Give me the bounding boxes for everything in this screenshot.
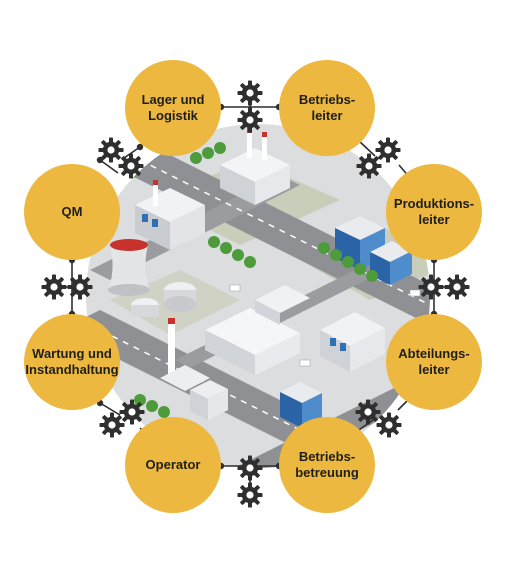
role-operator: Operator [125, 417, 221, 513]
role-produktionsleiter: Produktions- leiter [386, 164, 482, 260]
gear-icon [237, 80, 263, 106]
role-label: Produktions- leiter [393, 195, 475, 227]
role-wartung-und-instandhaltung: Wartung und Instandhaltung [24, 314, 120, 410]
role-abteilungsleiter: Abteilungs- leiter [386, 314, 482, 410]
role-lager-und-logistik: Lager und Logistik [125, 60, 221, 156]
connector-line [357, 139, 376, 157]
gear-icon [41, 274, 67, 300]
role-label: Betriebs- leiter [298, 91, 356, 123]
gear-icon [67, 274, 93, 300]
gear-icon [237, 455, 263, 481]
connector-dot [96, 156, 104, 164]
role-label: QM [61, 203, 83, 219]
gear-icon [356, 153, 382, 179]
role-label: Operator [145, 456, 201, 472]
gear-icon [376, 412, 402, 438]
connector-dot [136, 143, 144, 151]
gear-icon [237, 482, 263, 508]
gear-icon [119, 399, 145, 425]
gear-icon [99, 412, 125, 438]
gear-icon [237, 107, 263, 133]
role-betriebsbetreuung: Betriebs- betreuung [279, 417, 375, 513]
role-qm: QM [24, 164, 120, 260]
role-label: Betriebs- betreuung [295, 448, 359, 480]
gear-icon [418, 274, 444, 300]
role-label: Lager und Logistik [141, 91, 205, 123]
connector-line [123, 146, 141, 159]
connector-line [99, 402, 121, 416]
role-label: Abteilungs- leiter [398, 345, 470, 377]
role-betriebsleiter: Betriebs- leiter [279, 60, 375, 156]
role-label: Wartung und Instandhaltung [25, 345, 119, 377]
gear-icon [118, 153, 144, 179]
gear-icon [375, 137, 401, 163]
gear-icon [98, 137, 124, 163]
connector-line [99, 159, 119, 174]
gear-icon [444, 274, 470, 300]
gear-icon [355, 399, 381, 425]
